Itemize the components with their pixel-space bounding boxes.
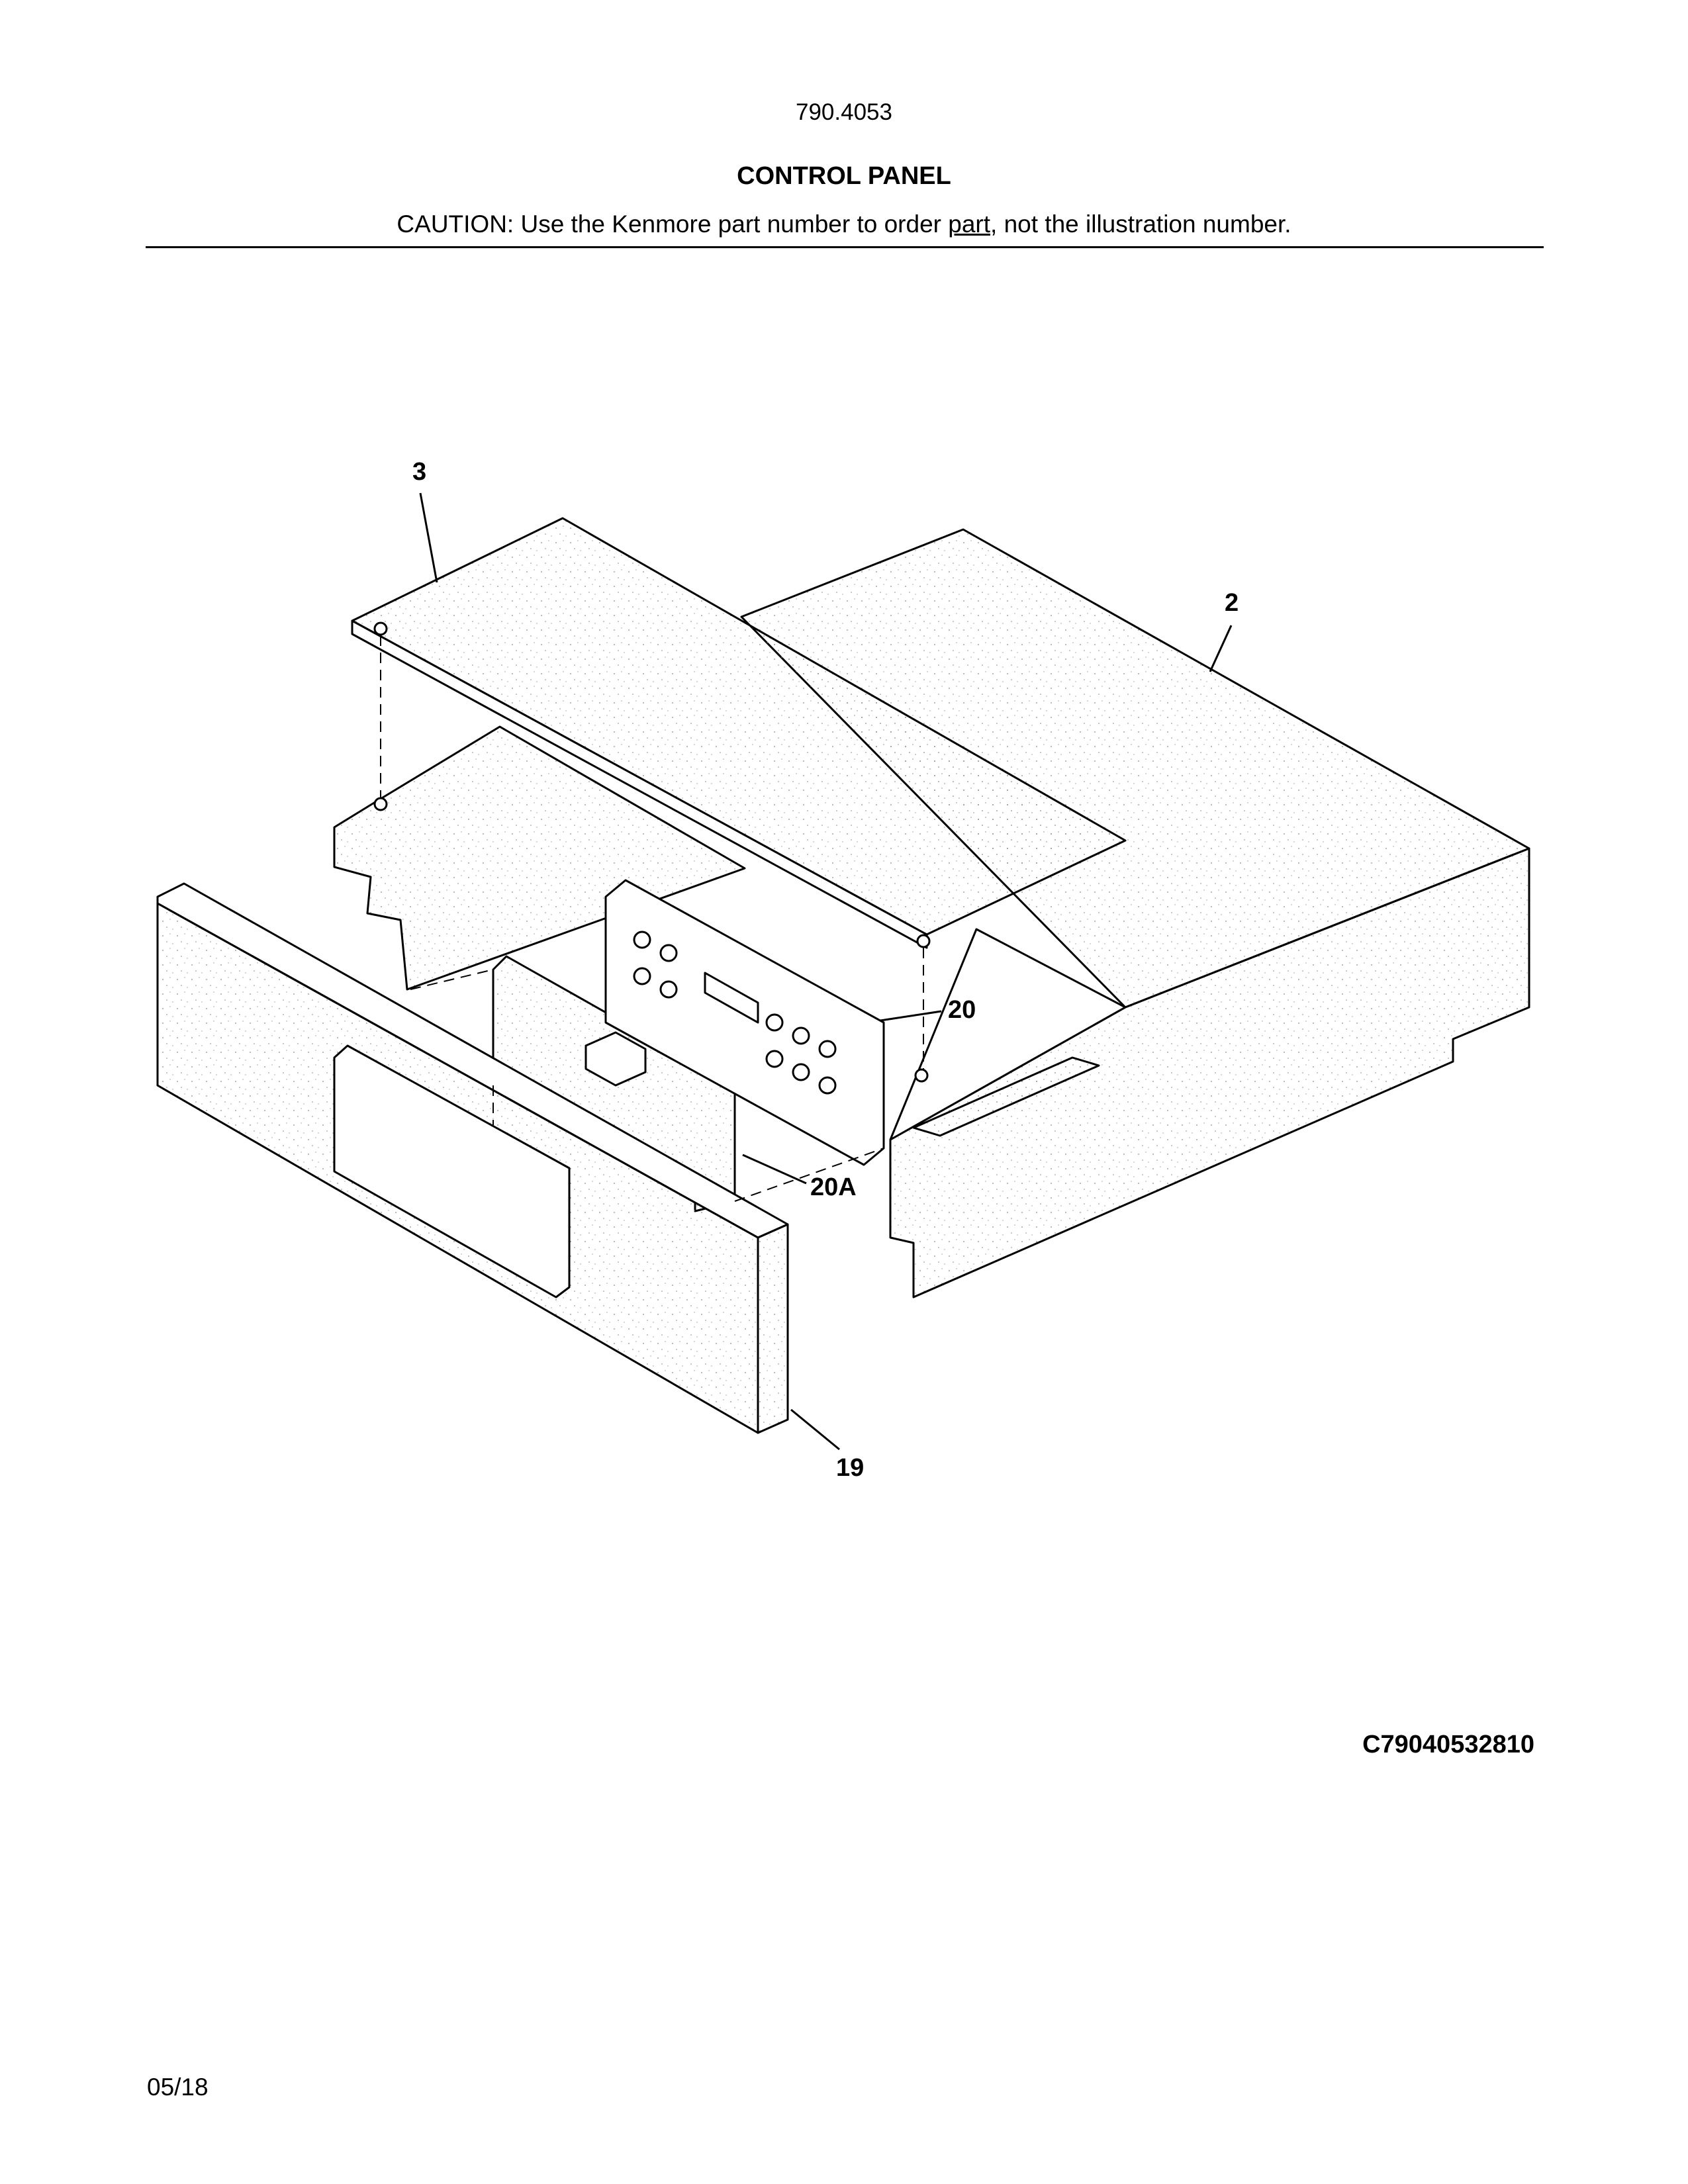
board-button — [818, 1076, 837, 1095]
trim-end — [757, 1223, 789, 1434]
mount-hole — [914, 1068, 929, 1083]
left-bracket — [333, 725, 746, 991]
caution-suffix: , not the illustration number. — [990, 210, 1291, 238]
board-button — [818, 1040, 837, 1058]
board-button — [633, 967, 651, 985]
board-button — [765, 1050, 784, 1068]
alignment-line — [734, 1148, 884, 1202]
overlay-window — [585, 1031, 647, 1087]
mount-hole — [373, 797, 388, 811]
housing-front — [889, 847, 1530, 1298]
callout-2: 2 — [1225, 589, 1239, 617]
callout-20: 20 — [948, 996, 976, 1024]
caution-note: CAUTION: Use the Kenmore part number to … — [0, 210, 1688, 238]
header-divider — [146, 246, 1544, 248]
board-button — [659, 944, 678, 962]
board-button — [765, 1013, 784, 1032]
housing-ledge — [889, 928, 1127, 1141]
mount-hole — [916, 934, 931, 948]
mount-hole — [373, 621, 388, 636]
callout-3: 3 — [412, 458, 427, 486]
top-cover-lip — [351, 619, 928, 949]
leader-20a — [742, 1154, 807, 1185]
callout-19: 19 — [836, 1454, 865, 1482]
page-date: 05/18 — [147, 2073, 209, 2101]
board-button — [792, 1063, 810, 1081]
callout-20a: 20A — [810, 1173, 857, 1201]
housing-right-wall — [912, 1056, 1100, 1137]
board-button — [659, 980, 678, 999]
alignment-line — [410, 969, 494, 990]
board-button — [792, 1026, 810, 1045]
board-button — [633, 931, 651, 949]
leader-2 — [1209, 625, 1233, 672]
leader-19 — [790, 1408, 840, 1451]
trim-window — [333, 1044, 571, 1298]
caution-underlined: part — [948, 210, 991, 238]
leader-3 — [419, 492, 438, 583]
model-number: 790.4053 — [796, 99, 892, 125]
control-board-display — [704, 972, 759, 1024]
leader-20 — [880, 1010, 942, 1022]
page-title: CONTROL PANEL — [737, 162, 951, 190]
caution-prefix: CAUTION: Use the Kenmore part number to … — [397, 210, 949, 238]
figure-code: C79040532810 — [1362, 1731, 1534, 1758]
